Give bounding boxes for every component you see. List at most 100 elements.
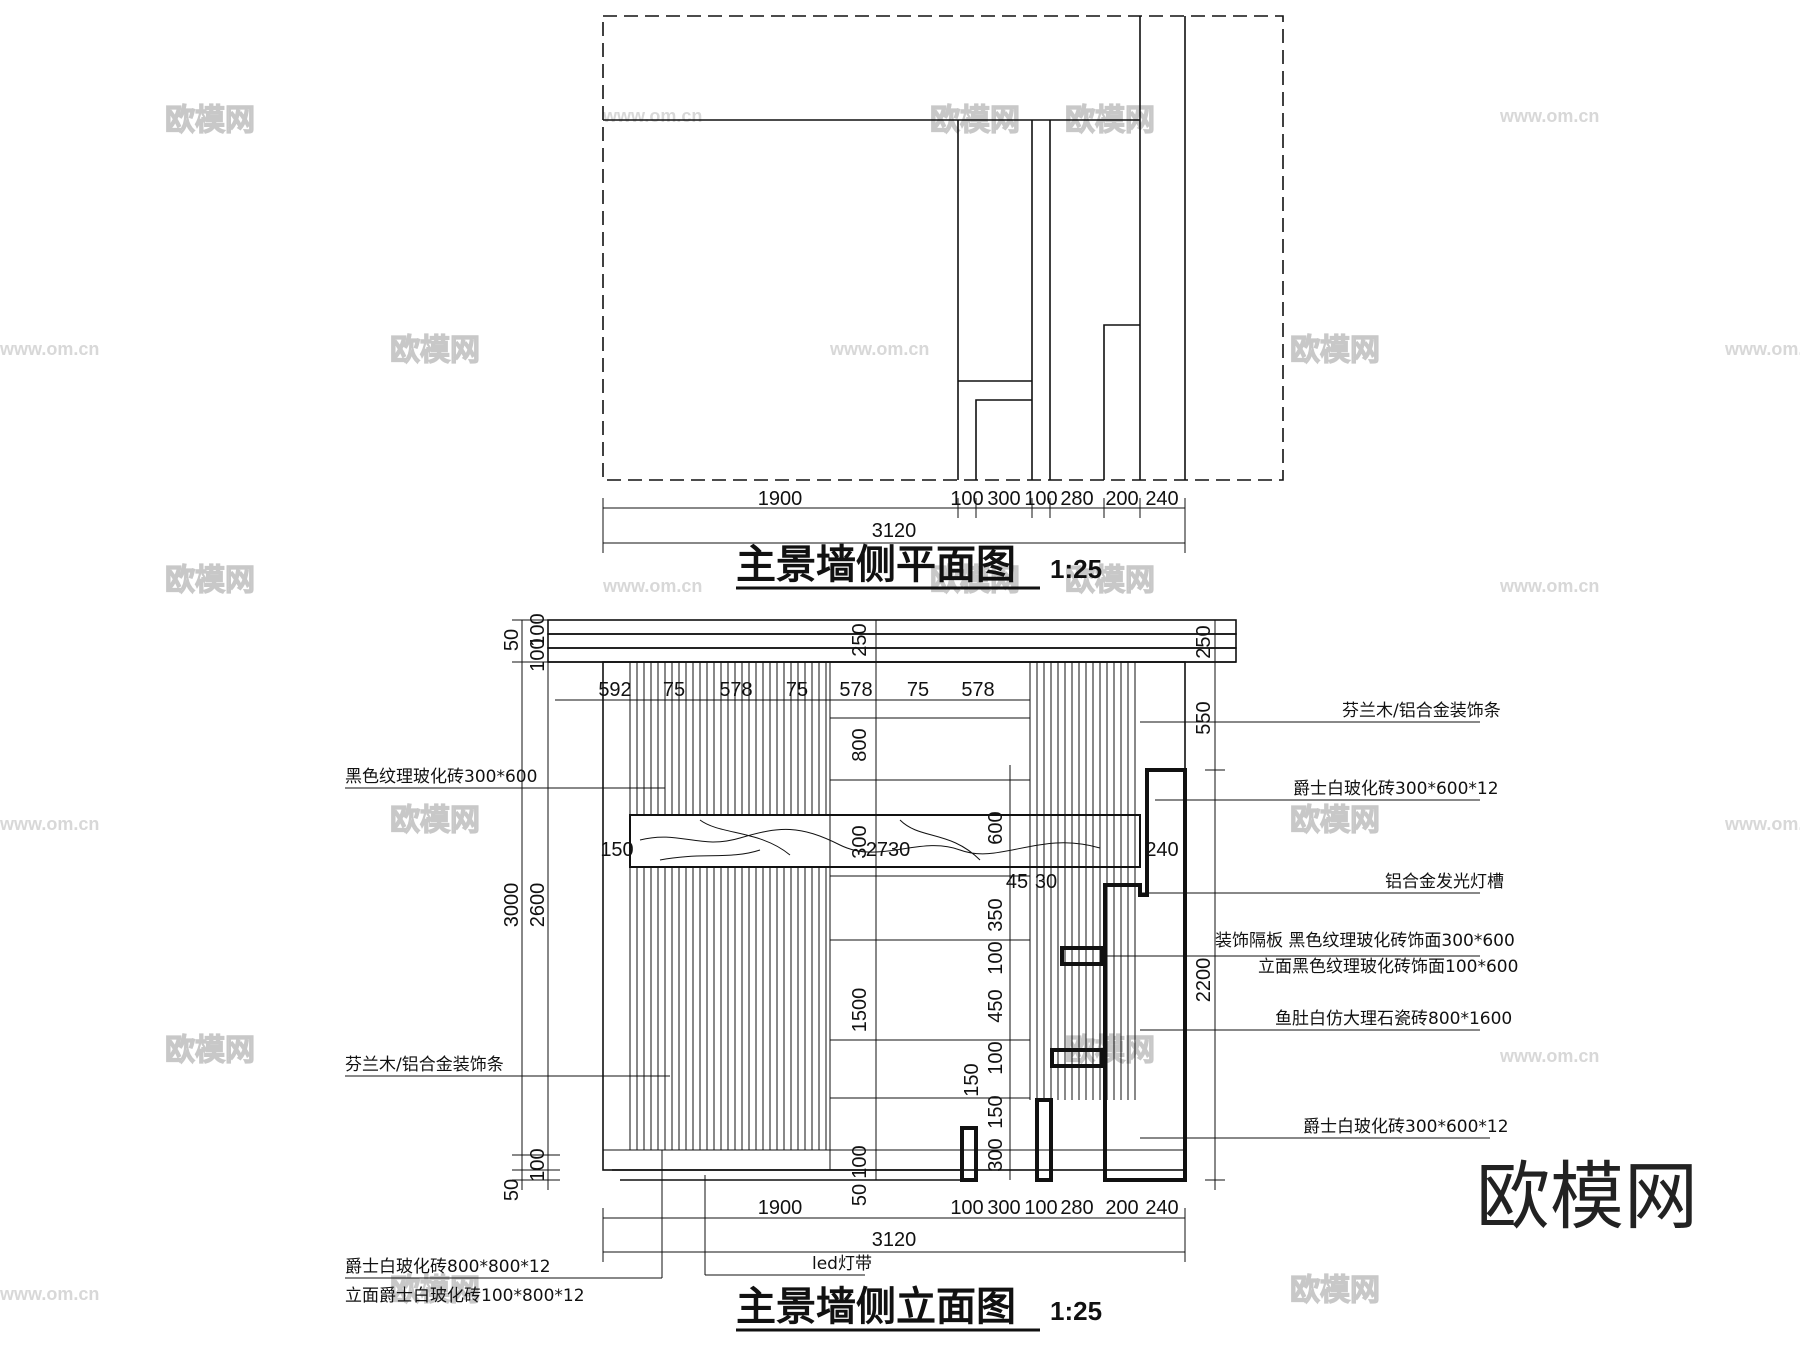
callout-left-5: led灯带	[812, 1254, 872, 1274]
watermark-url: www.om.cn	[602, 576, 702, 596]
elev-left-dim-2: 100	[527, 613, 549, 646]
plan-view: 1900 100 300 100 280 200 240 3120 主景墙侧平面…	[602, 15, 1284, 590]
elev-up-dim-6: 75	[907, 679, 929, 701]
elev-left-dim-1: 50	[501, 629, 523, 651]
callout-right-4: 装饰隔板 黑色纹理玻化砖饰面300*600	[1215, 931, 1515, 951]
elevation-view: 50 100 100 3000 100 50 2600 592 75 578 7…	[345, 613, 1518, 1332]
elev-right-dim-2: 550	[1193, 701, 1215, 734]
watermark-url: www.om.cn	[1724, 814, 1800, 834]
plan-outline	[602, 15, 1284, 481]
elev-bottom-dim-total: 3120	[872, 1229, 917, 1251]
plan-dim-2: 100	[950, 488, 983, 510]
watermark-brand: 欧模网	[1065, 563, 1155, 598]
elev-shelf-dim-5: 45	[1006, 871, 1028, 893]
watermark-brand: 欧模网	[390, 803, 480, 838]
brand-logo: 欧模网	[1476, 1154, 1698, 1240]
plan-dim-7: 240	[1145, 488, 1178, 510]
watermark-brand: 欧模网	[1290, 803, 1380, 838]
elev-shelf-dim-12: 150	[985, 1095, 1007, 1128]
watermark-url: www.om.cn	[0, 814, 99, 834]
watermark-url: www.om.cn	[1499, 106, 1599, 126]
top-band-1	[547, 619, 1237, 635]
elev-up-dim-1: 592	[598, 679, 631, 701]
top-band-3	[547, 647, 1237, 663]
elev-mid-dim-6: 50	[849, 1184, 871, 1206]
elev-bottom-dim-3: 300	[987, 1197, 1020, 1219]
callout-right-2: 爵士白玻化砖300*600*12	[1293, 779, 1499, 799]
watermark-url: www.om.cn	[0, 339, 99, 359]
elev-shelf-dim-13: 300	[985, 1138, 1007, 1171]
wall-body	[602, 661, 1186, 1171]
plan-dim-6: 200	[1105, 488, 1138, 510]
elev-up-dim-4: 75	[786, 679, 808, 701]
elev-shelf-dim-8: 100	[985, 941, 1007, 974]
watermark-layer: 欧模网欧模网欧模网欧模网欧模网欧模网欧模网欧模网欧模网欧模网欧模网欧模网欧模网欧…	[0, 102, 1800, 1308]
elev-bottom-dim-1: 1900	[758, 1197, 803, 1219]
elev-bottom-dim-4: 100	[1024, 1197, 1057, 1219]
elev-shelf-dim-11: 150	[961, 1063, 983, 1096]
elev-left-dim-6: 50	[501, 1179, 523, 1201]
watermark-brand: 欧模网	[930, 563, 1020, 598]
watermark-url: www.om.cn	[0, 1284, 99, 1304]
elev-up-dim-7: 578	[961, 679, 994, 701]
elevation-title: 主景墙侧立面图	[736, 1284, 1016, 1330]
callout-left-1: 黑色纹理玻化砖300*600	[345, 767, 537, 787]
watermark-brand: 欧模网	[165, 1033, 255, 1068]
elev-mid-dim-1: 250	[849, 623, 871, 656]
step-1	[1035, 1098, 1053, 1182]
shelf-2	[1050, 1048, 1104, 1068]
elev-shelf-dim-6: 30	[1035, 871, 1057, 893]
elev-shelf-dim-4: 240	[1145, 839, 1178, 861]
left-dims	[512, 619, 560, 1190]
watermark-url: www.om.cn	[829, 339, 929, 359]
callout-right-1: 芬兰木/铝合金装饰条	[1342, 701, 1501, 721]
plan-dim-4: 100	[1024, 488, 1057, 510]
elev-up-dim-5: 578	[839, 679, 872, 701]
elev-bottom-dim-2: 100	[950, 1197, 983, 1219]
watermark-url: www.om.cn	[602, 106, 702, 126]
elev-shelf-dim-3: 2730	[866, 839, 911, 861]
elev-mid-dim-4: 1500	[849, 988, 871, 1033]
plan-dim-ticks	[602, 498, 1186, 553]
watermark-brand: 欧模网	[165, 563, 255, 598]
callout-left-2: 芬兰木/铝合金装饰条	[345, 1055, 504, 1075]
elev-right-dim-3: 2200	[1193, 958, 1215, 1003]
elev-shelf-dim-1: 600	[985, 811, 1007, 844]
elev-right-dim-1: 250	[1193, 625, 1215, 658]
watermark-brand: 欧模网	[165, 103, 255, 138]
elev-shelf-dim-7: 350	[985, 898, 1007, 931]
watermark-url: www.om.cn	[1724, 339, 1800, 359]
watermark-brand: 欧模网	[1290, 333, 1380, 368]
elev-bottom-dim-6: 200	[1105, 1197, 1138, 1219]
callout-right-6: 鱼肚白仿大理石瓷砖800*1600	[1275, 1009, 1512, 1029]
shelf-1	[1060, 946, 1104, 966]
plan-dim-total: 3120	[872, 520, 917, 542]
callout-left-4: 立面爵士白玻化砖100*800*12	[345, 1286, 585, 1306]
wood-slats	[629, 662, 1136, 1150]
plan-dim-3: 300	[987, 488, 1020, 510]
elev-shelf-dim-9: 450	[985, 989, 1007, 1022]
callout-right-3: 铝合金发光灯槽	[1385, 872, 1504, 892]
elev-bottom-dim-5: 280	[1060, 1197, 1093, 1219]
elev-mid-dim-2: 800	[849, 728, 871, 761]
plan-scale: 1:25	[1050, 554, 1102, 584]
plan-title: 主景墙侧平面图	[736, 542, 1016, 588]
elevation-scale: 1:25	[1050, 1296, 1102, 1326]
elev-up-dim-3: 578	[719, 679, 752, 701]
elev-shelf-dim-10: 100	[985, 1041, 1007, 1074]
elev-up-dim-2: 75	[663, 679, 685, 701]
watermark-brand: 欧模网	[1290, 1273, 1380, 1308]
top-band-2	[547, 633, 1237, 649]
callout-right-5: 立面黑色纹理玻化砖饰面100*600	[1258, 957, 1518, 977]
elev-left-dim-3: 100	[527, 638, 549, 671]
elev-left-dim-inner: 2600	[527, 883, 549, 928]
watermark-url: www.om.cn	[1499, 1046, 1599, 1066]
plan-dim-5: 280	[1060, 488, 1093, 510]
elev-left-dim-total: 3000	[501, 883, 523, 928]
elev-mid-dim-3: 300	[849, 825, 871, 858]
marble-band	[629, 814, 1141, 868]
elev-bottom-dim-7: 240	[1145, 1197, 1178, 1219]
elev-shelf-dim-2: 150	[600, 839, 633, 861]
right-column	[1103, 768, 1187, 1182]
